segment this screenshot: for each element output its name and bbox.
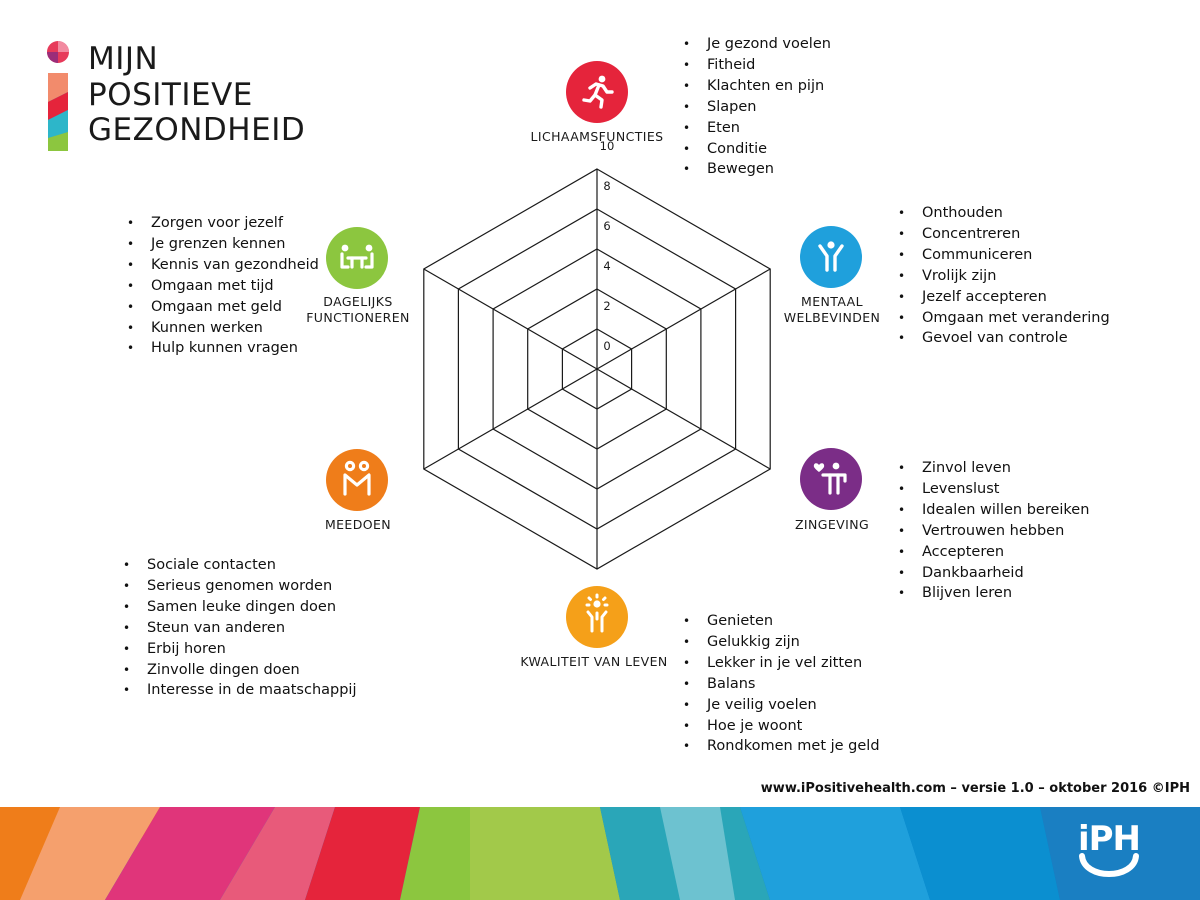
list-item: Genieten [682, 611, 880, 632]
list-item: Klachten en pijn [682, 76, 831, 97]
list-item: Idealen willen bereiken [897, 500, 1089, 521]
list-item: Je gezond voelen [682, 34, 831, 55]
person-arms-up-icon [818, 241, 844, 272]
radar-axis-dagelijks-functioneren [423, 268, 598, 370]
label-meedoen: MEEDOEN [324, 517, 392, 532]
radar-tick-labels: 0 2 4 6 8 10 [600, 139, 615, 353]
tick-label-8: 8 [603, 179, 610, 193]
zingeving-badge [800, 448, 862, 510]
list-item: Blijven leren [897, 583, 1089, 604]
list-item: Onthouden [897, 203, 1110, 224]
list-item: Rondkomen met je geld [682, 736, 880, 757]
list-item: Eten [682, 118, 831, 139]
iph-wordmark: iPH [1077, 819, 1141, 859]
list-item: Vrolijk zijn [897, 266, 1110, 287]
lichaamsfuncties-badge [566, 61, 628, 123]
label-lichaamsfuncties: LICHAAMSFUNCTIES [530, 129, 664, 144]
color-banner [0, 807, 1200, 900]
list-item: Steun van anderen [122, 618, 357, 639]
logo-wordmark: MIJN POSITIEVE GEZONDHEID [88, 41, 306, 149]
footer-source-line: www.iPositivehealth.com – versie 1.0 – o… [760, 781, 1190, 796]
list-item: Zinvol leven [897, 458, 1089, 479]
list-item: Dankbaarheid [897, 563, 1089, 584]
list-item: Kunnen werken [126, 318, 319, 339]
list-item: Hoe je woont [682, 716, 880, 737]
list-item: Jezelf accepteren [897, 287, 1110, 308]
heart-person-icon [813, 462, 847, 495]
list-item: Gelukkig zijn [682, 632, 880, 653]
tick-label-10: 10 [600, 139, 615, 153]
running-person-icon [582, 75, 614, 109]
tick-label-0: 0 [603, 339, 610, 353]
logo-line-1: MIJN [88, 41, 159, 77]
radar-axis-mentaal-welbevinden [596, 268, 771, 370]
people-at-table-icon [340, 244, 374, 269]
dagelijks-functioneren-badge [326, 227, 388, 289]
list-item: Serieus genomen worden [122, 576, 357, 597]
two-people-icon [343, 460, 371, 496]
logo: MIJN POSITIEVE GEZONDHEID [46, 40, 336, 152]
meedoen-badge [326, 449, 388, 511]
list-item: Je veilig voelen [682, 695, 880, 716]
list-zingeving: Zinvol leven Levenslust Idealen willen b… [897, 458, 1089, 604]
list-item: Zorgen voor jezelf [126, 213, 319, 234]
list-item: Hulp kunnen vragen [126, 338, 319, 359]
radar-axes [423, 169, 771, 569]
list-item: Sociale contacten [122, 555, 357, 576]
list-mentaal-welbevinden: Onthouden Concentreren Communiceren Vrol… [897, 203, 1110, 349]
list-item: Bewegen [682, 159, 831, 180]
tick-label-2: 2 [603, 299, 610, 313]
list-item: Omgaan met tijd [126, 276, 319, 297]
radar-axis-meedoen [423, 368, 598, 470]
label-mentaal-welbevinden: MENTAAL WELBEVINDEN [783, 294, 881, 325]
label-kwaliteit-van-leven: KWALITEIT VAN LEVEN [520, 654, 668, 669]
list-kwaliteit-van-leven: Genieten Gelukkig zijn Lekker in je vel … [682, 611, 880, 757]
list-item: Samen leuke dingen doen [122, 597, 357, 618]
iph-logo: iPH [1074, 816, 1144, 896]
list-item: Omgaan met verandering [897, 308, 1110, 329]
list-item: Communiceren [897, 245, 1110, 266]
list-item: Accepteren [897, 542, 1089, 563]
list-dagelijks-functioneren: Zorgen voor jezelf Je grenzen kennen Ken… [126, 213, 319, 359]
list-item: Slapen [682, 97, 831, 118]
radar-axis-zingeving [596, 368, 771, 470]
logo-line-3: GEZONDHEID [88, 112, 306, 148]
list-item: Je grenzen kennen [126, 234, 319, 255]
tick-label-4: 4 [603, 259, 610, 273]
label-dagelijks-functioneren: DAGELIJKS FUNCTIONEREN [306, 294, 410, 325]
tick-label-6: 6 [603, 219, 610, 233]
list-item: Levenslust [897, 479, 1089, 500]
list-item: Lekker in je vel zitten [682, 653, 880, 674]
mentaal-welbevinden-badge [800, 226, 862, 288]
label-zingeving: ZINGEVING [794, 517, 870, 532]
list-lichaamsfuncties: Je gezond voelen Fitheid Klachten en pij… [682, 34, 831, 180]
list-item: Concentreren [897, 224, 1110, 245]
list-item: Fitheid [682, 55, 831, 76]
logo-i-mark [47, 41, 69, 151]
list-item: Erbij horen [122, 639, 357, 660]
list-item: Omgaan met geld [126, 297, 319, 318]
list-meedoen: Sociale contacten Serieus genomen worden… [122, 555, 357, 701]
logo-line-2: POSITIEVE [88, 76, 253, 113]
sun-person-icon [585, 593, 609, 633]
list-item: Balans [682, 674, 880, 695]
radar-grid: 0 2 4 6 8 10 [423, 139, 771, 570]
list-item: Zinvolle dingen doen [122, 660, 357, 681]
list-item: Conditie [682, 139, 831, 160]
kwaliteit-van-leven-badge [566, 586, 628, 648]
list-item: Gevoel van controle [897, 328, 1110, 349]
list-item: Kennis van gezondheid [126, 255, 319, 276]
list-item: Vertrouwen hebben [897, 521, 1089, 542]
list-item: Interesse in de maatschappij [122, 680, 357, 701]
smile-icon [1079, 853, 1139, 877]
